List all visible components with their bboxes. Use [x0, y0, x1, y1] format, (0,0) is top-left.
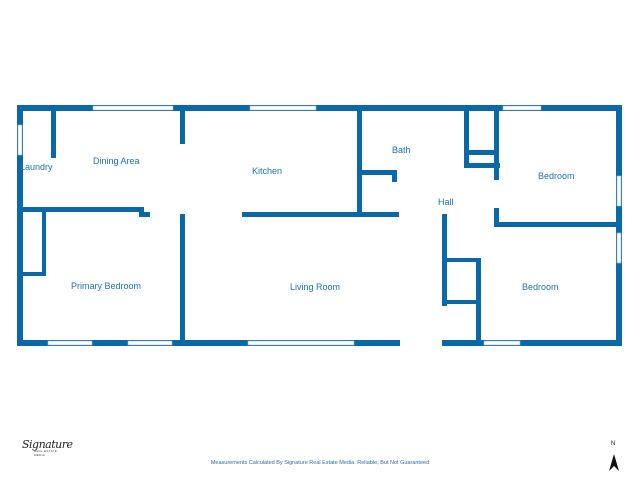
bath-label: Bath — [392, 145, 411, 155]
door-openings — [400, 339, 442, 347]
logo-subtext: REAL ESTATE MEDIA — [34, 449, 58, 457]
signature-logo: Signature REAL ESTATE MEDIA — [22, 438, 73, 460]
laundry-label: Laundry — [20, 162, 53, 172]
primary-bedroom-label: Primary Bedroom — [71, 281, 141, 291]
living-room-label: Living Room — [290, 282, 340, 292]
dining-area-label: Dining Area — [93, 156, 140, 166]
measurement-disclaimer: Measurements Calculated By Signature Rea… — [210, 460, 430, 466]
compass: N — [604, 441, 622, 471]
windows — [17, 105, 622, 346]
north-arrow-icon — [609, 454, 619, 471]
bedroom-ne-label: Bedroom — [538, 171, 575, 181]
bedroom-se-label: Bedroom — [522, 282, 559, 292]
kitchen-label: Kitchen — [252, 166, 282, 176]
logo-script-text: Signature — [22, 438, 73, 451]
interior-walls — [20, 108, 618, 340]
compass-north-label: N — [610, 441, 616, 447]
hall-label: Hall — [438, 197, 454, 207]
